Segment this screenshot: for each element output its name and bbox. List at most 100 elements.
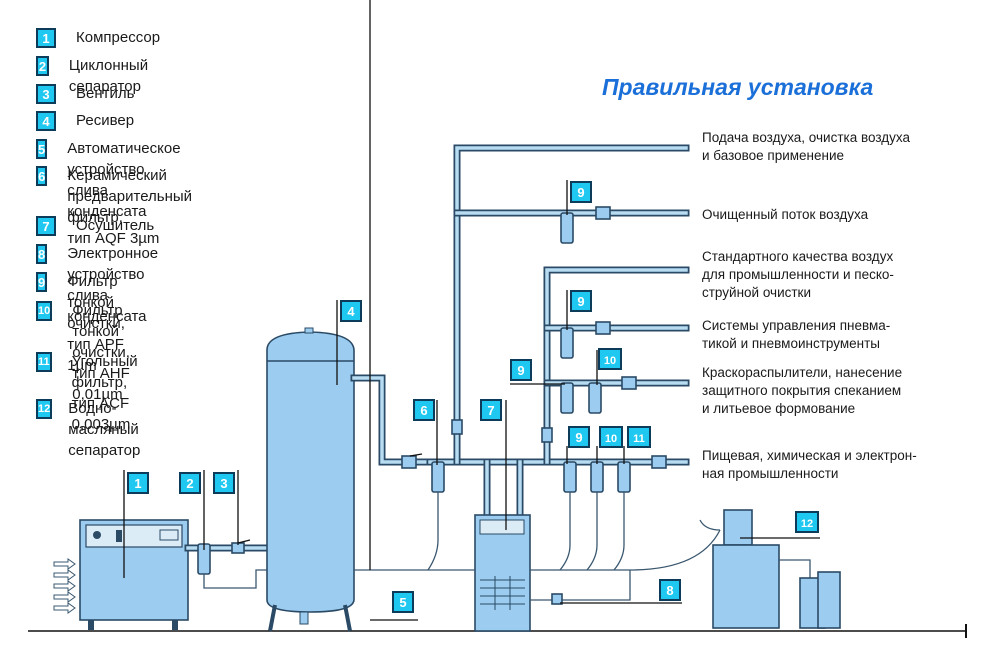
arrow-icon [53,569,76,581]
badge-label: 9 [577,294,584,309]
badge-label: 6 [420,403,427,418]
receiver [266,327,355,632]
application-basic: Подача воздуха, очистка воздуха и базово… [702,130,910,163]
badge-label: 8 [666,583,673,598]
badge-label: 11 [633,433,645,445]
receiver-drain-valve [299,611,309,625]
filter-9-top [560,212,574,244]
legend-label: Фильтр тонкой очистки, тип AHF 0,01µm [72,302,130,403]
badge-label: 10 [605,433,617,445]
valve [541,427,553,443]
valve [595,206,611,220]
separator-outlet [779,559,811,580]
callout-badge-7: 7 [480,399,502,421]
receiver-leg [268,604,277,632]
legend-item-8: 8 Электронное устройство слива конденсат… [36,244,167,327]
drain-line [203,569,268,589]
legend-label: Угольный фильтр, тип ACF 0,003µm [71,353,138,433]
badge: 9 [36,272,48,292]
badge: 6 [36,166,48,186]
drain-line [586,492,598,571]
badge-label: 9 [517,363,524,378]
badge: 1 [36,28,56,48]
filter-11-bottom [617,461,631,493]
callout-badge-3: 3 [213,472,235,494]
legend-item-1: 1 Компрессор [36,28,160,48]
badge-label: 4 [347,304,355,319]
riser-pipe [455,146,688,464]
application-food-chem: Пищевая, химическая и электрон- ная пром… [702,448,917,481]
badge-label: 10 [604,355,616,367]
drain-line [559,492,571,571]
badge-label: 1 [134,476,141,491]
badge-label: 2 [186,476,193,491]
compressor [79,519,189,630]
badge: 7 [36,216,56,236]
filter-10-low [588,382,602,414]
badge: 3 [36,84,56,104]
legend-label: Фильтр тонкой очистки, тип APF 1µm [67,273,125,374]
legend-label: Ресивер [76,112,135,129]
badge: 2 [36,56,49,76]
badge-label: 5 [399,595,406,610]
switch-icon [116,530,122,542]
callout-badge-9-mid: 9 [570,290,592,312]
callout-badge-10-bottom: 10 [599,426,623,448]
application-pneumatics: Системы управления пневма- тикой и пневм… [702,318,891,351]
filter-9-low [560,382,574,414]
arrow-icon [53,558,76,570]
valve [621,376,637,390]
oil-water-separator [699,509,841,629]
canister [817,571,841,629]
filter-9-mid [560,327,574,359]
callout-badge-10-low: 10 [598,348,622,370]
valve-handle [237,539,251,544]
drain-line [699,519,721,531]
diagram-title: Правильная установка [602,74,874,100]
legend-item-5: 5 Автоматическое устройство слива конден… [36,139,189,222]
legend-label: Автоматическое устройство слива конденса… [67,140,181,220]
legend-label: Вентиль [76,85,135,102]
arrow-icon [53,591,76,603]
legend-item-6: 6 Керамический предварительный фильтр, т… [36,166,201,249]
badge-label: 9 [577,185,584,200]
badge: 10 [36,301,53,321]
callout-badge-5: 5 [392,591,414,613]
badge: 11 [36,352,52,372]
electronic-drain-line [530,570,631,601]
badge-label: 12 [801,518,813,530]
air-intake-arrows [53,558,76,614]
legend-label: Водно-масляный сепаратор [68,400,141,459]
callout-badge-11-bottom: 11 [627,426,651,448]
valve [651,455,667,469]
riser-pipe [545,268,688,464]
legend-item-9: 9 Фильтр тонкой очистки, тип APF 1µm [36,272,134,376]
application-industry: Стандартного качества воздух для промышл… [702,249,894,300]
callout-badge-9-low: 9 [510,359,532,381]
badge: 5 [36,139,48,159]
callout-badge-12: 12 [795,511,819,533]
badge-label: 3 [220,476,227,491]
arrow-icon [53,580,76,592]
receiver-leg [343,604,352,632]
filter-10-bottom [590,461,604,493]
legend-item-3: 3 Вентиль [36,84,134,104]
legend-label: Осушитель [76,217,155,234]
separator-body [712,544,780,629]
badge-label: 9 [575,430,582,445]
compressor-panel [85,524,183,548]
badge: 12 [36,399,53,419]
legend-label: Керамический предварительный фильтр, тип… [67,167,193,247]
legend-item-12: 12 Водно-масляный сепаратор [36,399,144,461]
badge-label: 7 [487,403,494,418]
badge: 4 [36,111,56,131]
valve [451,419,463,435]
valve [401,455,417,469]
drain-line [427,492,439,571]
application-painting: Краскораспылители, нанесение защитного п… [702,365,903,416]
callout-badge-2: 2 [179,472,201,494]
valve-handle [409,453,423,457]
condensate-line [354,529,721,571]
legend-item-2: 2 Циклонный сепаратор [36,56,155,97]
